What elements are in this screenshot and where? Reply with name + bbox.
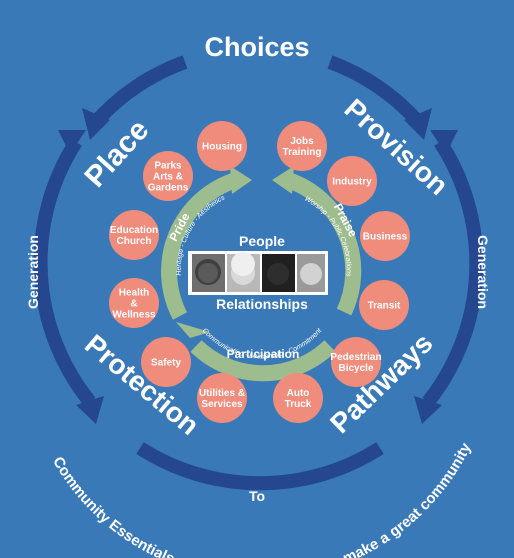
inner-arrow-praise <box>285 172 362 316</box>
inner-arrowhead-pride <box>230 166 252 194</box>
circle-safety: Safety <box>141 337 191 387</box>
circle-industry: Industry <box>327 156 377 206</box>
outer-arrow-left <box>33 138 96 407</box>
circle-label: Pedestrian <box>330 352 381 363</box>
outer-cycle-arrows <box>33 55 484 491</box>
outer-arrow-right <box>422 138 484 407</box>
circle-label: Arts & <box>153 172 183 183</box>
participation-label: Participation <box>227 347 300 361</box>
circle-label: Gardens <box>148 183 189 194</box>
circle-shape <box>277 121 327 171</box>
circle-shape <box>327 156 377 206</box>
circle-label: Housing <box>202 142 242 153</box>
arrowhead-right <box>414 396 442 424</box>
circle-label: Industry <box>332 177 372 188</box>
circle-shape <box>109 210 159 260</box>
arrowhead-right-top <box>430 130 458 154</box>
inner-arrow-pride <box>161 172 239 320</box>
circle-housing: Housing <box>197 121 247 171</box>
circle-utilities-services: Utilities &Services <box>197 373 247 423</box>
circle-health-wellness: Health&Wellness <box>109 278 159 328</box>
generation-left-label: Generation <box>25 235 41 309</box>
center-relationships-label: Relationships <box>216 296 308 312</box>
circle-label: Transit <box>368 301 401 312</box>
circle-label: Church <box>117 236 152 247</box>
circle-shape <box>359 280 409 330</box>
circle-business: Business <box>360 211 410 261</box>
circle-label: Truck <box>285 399 312 410</box>
circle-label: Safety <box>151 358 181 369</box>
circle-transit: Transit <box>359 280 409 330</box>
circle-label: Education <box>110 225 158 236</box>
circle-label: Business <box>363 232 408 243</box>
circle-shape <box>197 373 247 423</box>
circle-label: Parks <box>154 161 182 172</box>
generation-right-label: Generation <box>475 235 491 309</box>
outer-arrow-bottom <box>136 442 384 491</box>
circle-label: Utilities & <box>199 388 245 399</box>
inner-arrowheads <box>176 166 294 338</box>
circle-shape <box>143 151 193 201</box>
circle-label: Training <box>283 147 322 158</box>
circle-label: Jobs <box>290 136 314 147</box>
arrowhead-left-top <box>58 130 86 154</box>
circle-shape <box>141 337 191 387</box>
to-label: To <box>249 488 265 504</box>
circle-label: & <box>130 299 137 310</box>
circle-label: Auto <box>287 388 310 399</box>
circle-label: Health <box>119 288 150 299</box>
inner-arrow-participation <box>190 340 336 382</box>
arrowhead-left <box>76 396 104 424</box>
inner-arrowhead-praise <box>272 166 294 194</box>
circle-shape <box>360 211 410 261</box>
circle-shape <box>331 337 381 387</box>
circle-label: Wellness <box>112 310 156 321</box>
circle-shape <box>109 278 159 328</box>
circle-shape <box>273 373 323 423</box>
circle-label: Bicycle <box>338 363 373 374</box>
diagram-title: Choices <box>204 32 309 62</box>
center-people-label: People <box>239 233 285 249</box>
circle-shape <box>197 121 247 171</box>
children-photo-strip <box>188 251 328 295</box>
arrowhead-top-right <box>404 108 432 140</box>
outer-arrowheads <box>58 108 458 424</box>
arrowhead-top-left <box>82 108 110 140</box>
inner-cycle-arrows <box>161 172 362 382</box>
inner-arrowhead-participation <box>176 322 210 338</box>
circle-label: Services <box>201 399 243 410</box>
